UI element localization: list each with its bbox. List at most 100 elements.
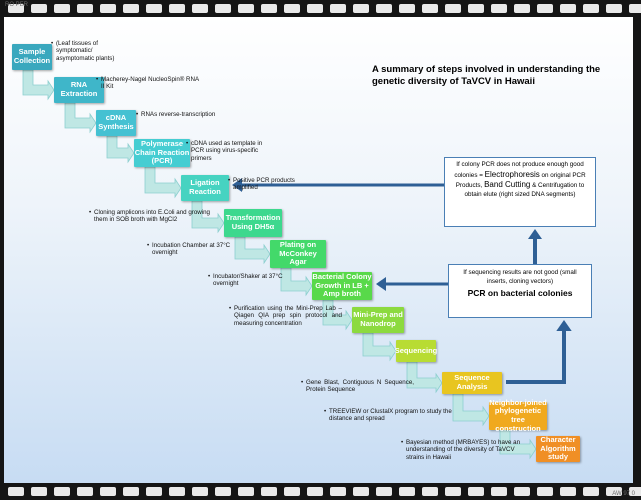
note-bullet: • [401,439,404,446]
step-note: Incubation Chamber at 37°C overnight [152,242,231,257]
step-bacterial-colony-growth-in-lb-amp-broth: Bacterial Colony Growth in LB + Amp brot… [312,272,372,300]
step-plating-on-mcconkey-agar: Plating on McConkey Agar [270,240,326,268]
film-perforation [376,487,392,496]
arrow-head [376,277,386,291]
step-connector-arrow [322,299,353,331]
step-connector-arrow [144,166,182,199]
step-cdna-synthesis: cDNA Synthesis [96,110,136,136]
note-bullet: • [89,209,92,216]
film-edge-text-left: RO PER [5,2,29,8]
film-perforation [307,4,323,13]
step-connector-arrow [234,236,271,265]
step-note: Macherey-Nagel NucleoSpin® RNA II Kit [101,76,199,91]
film-perforation [238,4,254,13]
film-perforation [491,4,507,13]
film-perforation [8,4,24,13]
film-perforation [560,487,576,496]
film-perforation [629,4,641,13]
film-perforation [192,4,208,13]
film-perforation [606,4,622,13]
box1-line2: on original PCR Products, [455,171,586,190]
colony-pcr-box: If sequencing results are not good (smal… [448,264,592,318]
step-connector-arrow [280,267,313,297]
film-perforation [54,4,70,13]
step-sequence-analysis: Sequence Analysis [442,372,502,394]
film-perforation [100,487,116,496]
arrow-head [232,178,242,192]
film-perforation [307,487,323,496]
film-perforation [376,4,392,13]
film-perforation [215,4,231,13]
step-neighbor-joined-phylogenetic-tree-construction: Neighbor-joined phylogenetic tree constr… [489,397,547,433]
film-perforation [537,4,553,13]
note-bullet: • [136,111,139,118]
film-perforation [238,487,254,496]
film-perforation [422,487,438,496]
film-perforation [123,4,139,13]
film-perforation [100,4,116,13]
note-bullet: • [301,379,304,386]
film-perforation [606,487,622,496]
film-perforation [399,4,415,13]
note-bullet: • [208,273,211,280]
step-note: Bayesian method (MRBAYES) to have an und… [406,439,521,461]
step-note: Positive PCR products amplified [233,177,295,192]
step-rna-extraction: RNA Extraction [54,77,104,103]
flow-arrows [22,69,572,460]
film-perforation [261,487,277,496]
film-perforation [491,487,507,496]
arrow-head [556,320,572,331]
step-note: Purification using the Mini-Prep Lab – Q… [234,305,342,327]
note-bullet: • [229,305,232,312]
film-perforation [399,487,415,496]
film-perforation [77,4,93,13]
note-bullet: • [51,40,54,47]
film-perforation [422,4,438,13]
electrophoresis-box: If colony PCR does not produce enough go… [444,157,596,227]
step-ligation-reaction: Ligation Reaction [181,175,229,201]
step-note: Incubator/Shaker at 37°C overnight [213,273,283,288]
step-connector-arrow [106,135,135,164]
box1-line1: If colony PCR does not produce enough go… [454,161,584,179]
film-perforation [445,487,461,496]
step-connector-arrow [191,200,225,234]
step-sample-collection: Sample Collection [12,44,52,70]
box1-emph2: Band Cutting [484,180,531,190]
film-perforation [284,4,300,13]
note-bullet: • [324,408,327,415]
film-perforation [330,487,346,496]
film-perforation [537,487,553,496]
film-perforation [146,487,162,496]
step-note: (Leaf tissues of symptomatic/ asymptomat… [56,40,115,62]
film-perforation [514,4,530,13]
film-perforation [31,487,47,496]
step-note: Cloning amplicons into E.Coli and growin… [94,209,210,224]
step-note: cDNA used as template in PCR using virus… [191,140,263,162]
film-perforation [353,4,369,13]
step-sequencing: Sequencing [395,340,437,362]
film-perforation [445,4,461,13]
film-perforation [261,4,277,13]
note-bullet: • [228,177,231,184]
film-perforation [514,487,530,496]
film-perforation [8,487,24,496]
film-perforation [583,487,599,496]
step-connector-arrow [406,361,443,394]
step-connector-arrow [499,429,537,460]
step-mini-prep-and-nanodrop: Mini-Prep and Nanodrop [352,307,404,333]
film-perforation [192,487,208,496]
film-perforation [330,4,346,13]
film-perforation [468,487,484,496]
step-note: TREEVIEW or ClustalX program to study th… [329,408,452,423]
box2-emph: PCR on bacterial colonies [467,288,573,298]
step-note: Gene Blast, Contiguous N Sequence, Prote… [306,379,414,394]
step-connector-arrow [452,393,490,427]
note-bullet: • [147,242,150,249]
box1-emph1: Electrophoresis [484,169,540,179]
film-perforation [583,4,599,13]
film-perforation [353,487,369,496]
film-perforation [169,487,185,496]
film-perforation [54,487,70,496]
film-perforation [146,4,162,13]
box2-line1: If sequencing results are not good (smal… [463,269,577,285]
